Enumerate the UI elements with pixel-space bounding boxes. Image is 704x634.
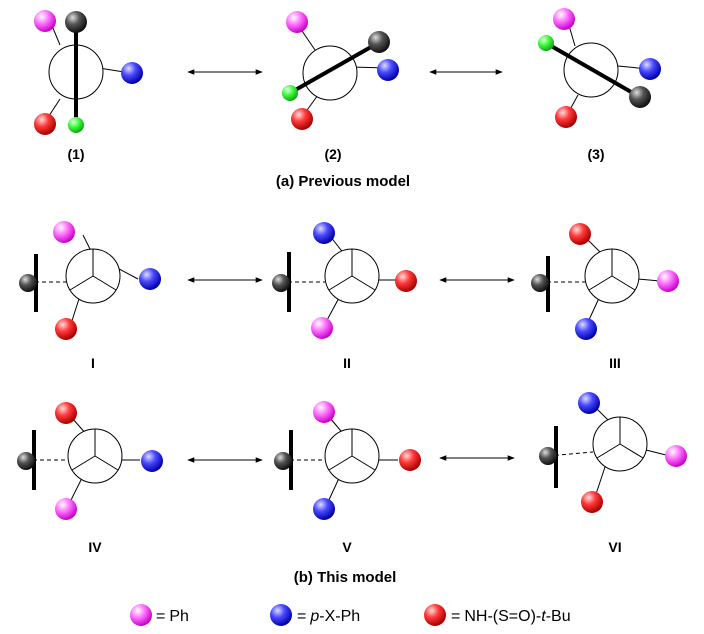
newman-circle-icon: [302, 45, 358, 101]
ball-icon: [19, 274, 37, 292]
structure-3: [538, 8, 661, 128]
ball-icon: [538, 35, 554, 51]
legend: =Ph =p-X-Ph =NH-(S=O)-t-Bu: [130, 604, 571, 626]
legend-item-pxph: =p-X-Ph: [270, 604, 360, 626]
ball-icon: [399, 449, 421, 471]
ball-icon: [395, 270, 417, 292]
structure-label-I: I: [91, 355, 95, 371]
legend-pxph-text: =p-X-Ph: [297, 608, 360, 625]
structure-label-IV: IV: [88, 539, 102, 555]
legend-item-ph: =Ph: [130, 604, 189, 626]
ball-icon: [17, 452, 35, 470]
ball-icon: [55, 498, 77, 520]
structure-1: [34, 10, 143, 135]
ball-icon: [68, 117, 84, 133]
ball-icon: [581, 491, 603, 513]
structure-label-V: V: [342, 539, 352, 555]
ball-icon: [55, 318, 77, 340]
structure-label-1: (1): [67, 146, 84, 162]
ball-icon: [424, 604, 446, 626]
ball-icon: [639, 58, 661, 80]
ball-icon: [65, 11, 87, 33]
caption-previous-model: (a) Previous model: [276, 173, 410, 190]
structure-I: [19, 221, 161, 340]
ball-icon: [274, 452, 292, 470]
ball-icon: [272, 274, 290, 292]
ball-icon: [311, 317, 333, 339]
ball-icon: [377, 59, 399, 81]
ball-icon: [569, 223, 591, 245]
ball-icon: [130, 604, 152, 626]
ball-icon: [121, 62, 143, 84]
structure-IV: [17, 402, 163, 520]
ball-icon: [368, 31, 390, 53]
ball-icon: [531, 274, 549, 292]
structure-label-3: (3): [587, 146, 604, 162]
ball-icon: [657, 270, 679, 292]
ball-icon: [55, 402, 77, 424]
ball-icon: [270, 604, 292, 626]
ball-icon: [313, 222, 335, 244]
structure-VI: [539, 392, 687, 513]
ball-icon: [575, 318, 597, 340]
ball-icon: [539, 447, 557, 465]
structure-II: [272, 222, 417, 339]
legend-ph-text: =Ph: [156, 608, 189, 625]
ball-icon: [291, 108, 313, 130]
structure-label-III: III: [609, 355, 621, 371]
ball-icon: [313, 401, 335, 423]
legend-item-sulfinamide: =NH-(S=O)-t-Bu: [424, 604, 571, 626]
ball-icon: [34, 113, 56, 135]
ball-icon: [53, 221, 75, 243]
ball-icon: [553, 8, 575, 30]
ball-icon: [578, 392, 600, 414]
ball-icon: [665, 445, 687, 467]
caption-this-model: (b) This model: [294, 569, 397, 586]
structure-label-II: II: [343, 355, 351, 371]
ball-icon: [286, 11, 308, 33]
ball-icon: [139, 268, 161, 290]
ball-icon: [555, 106, 577, 128]
structure-label-VI: VI: [608, 539, 621, 555]
ball-icon: [313, 498, 335, 520]
structure-III: [531, 223, 679, 340]
ball-icon: [141, 450, 163, 472]
ball-icon: [34, 10, 56, 32]
structure-2: [282, 11, 399, 130]
ball-icon: [282, 85, 298, 101]
structure-label-2: (2): [324, 146, 341, 162]
structure-V: [274, 401, 421, 520]
legend-sulfinamide-text: =NH-(S=O)-t-Bu: [451, 608, 571, 625]
ball-icon: [629, 86, 651, 108]
